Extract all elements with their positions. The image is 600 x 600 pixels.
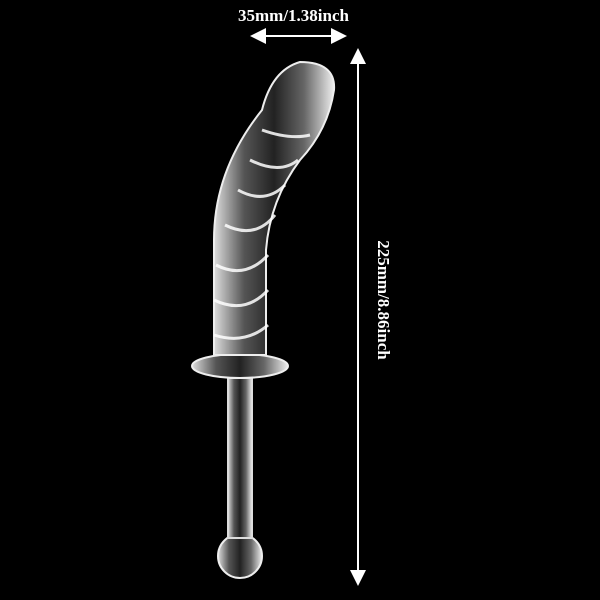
width-label: 35mm/1.38inch	[238, 6, 349, 25]
end-ball	[217, 533, 263, 579]
length-label: 225mm/8.86inch	[374, 240, 393, 360]
flange	[191, 353, 289, 379]
upper-shaft	[213, 60, 336, 356]
spiral-ridges	[213, 128, 311, 340]
handle-rod	[227, 377, 253, 539]
